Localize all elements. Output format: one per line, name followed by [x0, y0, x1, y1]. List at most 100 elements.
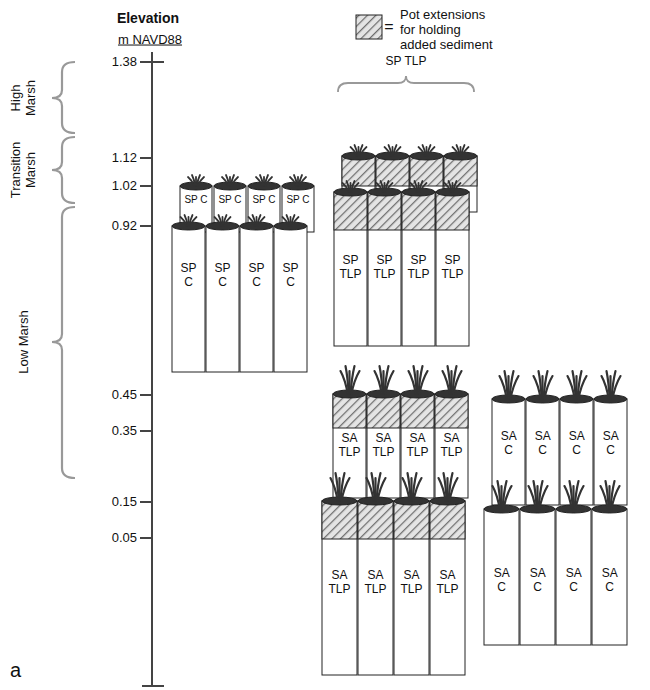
pot-label-holder: SP C [274, 262, 307, 290]
legend-text: Pot extensions for holding added sedimen… [400, 7, 493, 52]
zone-brace [52, 62, 75, 478]
plant-blade [198, 177, 204, 186]
plant-blade [457, 145, 460, 156]
pot-body [556, 509, 591, 645]
pot-label: SP C [181, 262, 197, 290]
pot-label: SA TLP [372, 432, 394, 460]
pot: SP TLP [436, 188, 469, 346]
plant-blade [534, 481, 537, 509]
pot-body [322, 501, 357, 675]
pot-label: SP C [286, 194, 309, 206]
plant-blade [576, 486, 584, 509]
pot-label: SA C [566, 567, 581, 595]
pot-body [436, 192, 469, 346]
label-holder: 1.38 [112, 55, 137, 70]
group-brace [338, 76, 474, 92]
pot-label-holder: SA TLP [333, 432, 366, 460]
pot-label: SA TLP [328, 569, 350, 597]
pot-outline [274, 222, 307, 372]
pot-label: SA C [535, 430, 550, 458]
pot-label: SP C [283, 262, 299, 290]
pot-extension [322, 501, 357, 539]
pot-label: SA TLP [440, 432, 462, 460]
pot-extension [334, 192, 367, 230]
plant-blade [454, 183, 460, 192]
label-holder: 1.02 [112, 179, 137, 194]
pot: SA TLP [394, 497, 429, 675]
plant-blade [260, 175, 263, 186]
plant-blade [414, 478, 422, 501]
pot-label-holder: SA C [594, 430, 627, 458]
pot-extension [368, 192, 401, 230]
label-holder: Elevation [117, 10, 179, 26]
pot-label-holder: SA C [556, 567, 591, 595]
pot-body [484, 509, 519, 645]
plant-blade [224, 217, 230, 226]
label-holder: 1.12 [112, 151, 137, 166]
pot-label: SP TLP [340, 254, 362, 282]
pot: SP TLP [402, 188, 435, 346]
label-holder: SP TLP [386, 55, 427, 69]
axis-label: Elevation [117, 10, 179, 26]
pot-label-holder: SP TLP [368, 254, 401, 282]
pot-body [592, 509, 627, 645]
tick-label: 1.38 [112, 54, 137, 69]
plant-blade [347, 181, 350, 192]
pot-body [368, 192, 401, 346]
plant-blade [545, 376, 553, 399]
plant-blade [573, 371, 576, 399]
plant-blade [511, 376, 519, 399]
tick-label: 0.92 [112, 218, 137, 233]
pot-label-holder: SA TLP [322, 569, 357, 597]
pot: SP C [206, 222, 239, 372]
plant-blade [504, 486, 512, 509]
pot-extension [367, 394, 400, 428]
axis-label: = [384, 18, 393, 35]
pot-label-holder: SP C [240, 262, 273, 290]
label-holder: High Marsh [9, 66, 39, 130]
plant-blade [540, 486, 548, 509]
pot: SA TLP [401, 390, 434, 498]
plant-blade [380, 366, 383, 394]
plant-blade [292, 217, 298, 226]
plant-blade [450, 478, 458, 501]
pot-label: SA C [603, 430, 618, 458]
plant-blade [300, 177, 306, 186]
pot-body [430, 501, 465, 675]
zone-label: High Marsh [8, 80, 38, 116]
plant-blade [192, 175, 195, 186]
pot-label-holder: SA C [492, 430, 525, 458]
pot-label-holder: SP C [180, 189, 212, 207]
tick-label: 0.45 [112, 387, 137, 402]
pot-label: SP C [252, 194, 275, 206]
label-holder: m NAVD88 [118, 33, 182, 48]
legend-holder: Pot extensions for holding added sedimen… [400, 8, 500, 53]
plant-blade [355, 145, 358, 156]
pot-label-holder: SA TLP [401, 432, 434, 460]
pot-label: SP TLP [442, 254, 464, 282]
plant-blade [423, 145, 426, 156]
pot-extension [436, 192, 469, 230]
pot-label-holder: SP C [172, 262, 205, 290]
pot-label-holder: SA TLP [394, 569, 429, 597]
pot-label: SP C [249, 262, 265, 290]
pot-label-holder: SP TLP [436, 254, 469, 282]
pot-label: SA C [494, 567, 509, 595]
pot: SA TLP [358, 497, 393, 675]
pot-extension [333, 394, 366, 428]
pot-label-holder: SA C [560, 430, 593, 458]
plant-blade [444, 473, 447, 501]
plant-blade [378, 478, 386, 501]
pot: SP C [172, 222, 205, 372]
label-holder: = [384, 18, 393, 36]
pot-label-holder: SP C [248, 189, 280, 207]
pot-label-holder: SA TLP [430, 569, 465, 597]
plant-blade [449, 181, 452, 192]
plant-blade [386, 183, 392, 192]
pot-extension [402, 192, 435, 230]
plant-blade [462, 147, 468, 156]
plant-blade [266, 177, 272, 186]
axis-label: m NAVD88 [118, 32, 182, 47]
pot-label: SP TLP [408, 254, 430, 282]
tick-label: 0.35 [112, 423, 137, 438]
